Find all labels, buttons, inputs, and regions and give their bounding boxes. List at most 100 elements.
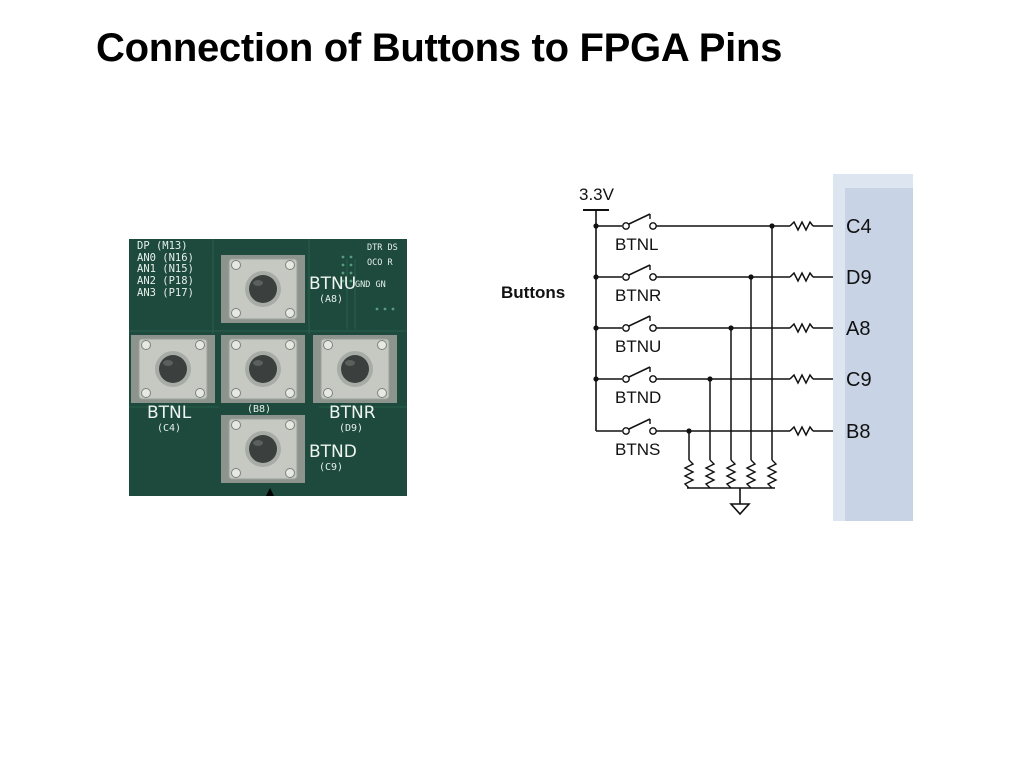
board-photo: DP (M13) AN0 (N16) AN1 (N15) AN2 (P18) A… (129, 239, 407, 496)
fpga-pin-label: A8 (846, 318, 870, 340)
schematic-row: BTND C9 (593, 366, 872, 489)
switch-highlight (253, 280, 263, 286)
series-resistor (789, 271, 814, 283)
switch-highlight (253, 440, 263, 446)
switch-lever (628, 366, 651, 378)
switch-screw (231, 468, 241, 478)
switch-screw (231, 388, 241, 398)
schematic-row: BTNU A8 (593, 315, 870, 489)
switch-actuator (159, 355, 187, 383)
pin-label: DP (M13) (137, 240, 188, 252)
switch-highlight (163, 360, 173, 366)
pulldown-resistor (766, 459, 778, 489)
switch-screw (195, 340, 205, 350)
ground-symbol (729, 503, 751, 516)
switch-screw (285, 308, 295, 318)
board-label: GND GN (355, 280, 386, 290)
switch-name-label: BTND (615, 388, 661, 407)
switch-actuator (249, 355, 277, 383)
board-label: OCO R (367, 258, 393, 268)
switch-name-label: BTNS (615, 440, 660, 459)
switch-contact (622, 375, 630, 383)
switch-contact (649, 375, 657, 383)
pulldown-resistor (745, 459, 757, 489)
button-name-label: BTND (309, 442, 357, 462)
schematic-row: BTNL C4 (593, 213, 872, 489)
switch-screw (377, 340, 387, 350)
pin-label: AN1 (N15) (137, 263, 194, 275)
fpga-pin-label: C9 (846, 369, 872, 391)
switch-screw (231, 260, 241, 270)
switch-btnc (221, 335, 305, 403)
switch-screw (323, 340, 333, 350)
fpga-block-edge (833, 174, 845, 521)
switch-name-label: BTNU (615, 337, 661, 356)
switch-contact (622, 222, 630, 230)
switch-screw (231, 308, 241, 318)
slide-title: Connection of Buttons to FPGA Pins (96, 26, 783, 70)
switch-lever (628, 213, 651, 225)
button-pin-label: (A8) (319, 294, 343, 305)
switch-contact (649, 427, 657, 435)
switch-lever (628, 315, 651, 327)
fpga-pin-label: C4 (846, 216, 872, 238)
fpga-pin-label: B8 (846, 421, 870, 443)
button-pin-label: (C9) (319, 462, 343, 473)
switch-screw (231, 340, 241, 350)
button-name-label: BTNR (329, 403, 376, 423)
pulldown-resistor (704, 459, 716, 489)
button-pin-label: (D9) (339, 423, 363, 434)
switch-btnd (221, 415, 305, 483)
button-schematic: 3.3V Buttons BTNLC4BTNRD9BTNUA8BTNDC9BTN… (501, 174, 913, 521)
switch-screw (285, 388, 295, 398)
switch-highlight (345, 360, 355, 366)
switch-contact (622, 324, 630, 332)
pin-label: AN2 (P18) (137, 275, 194, 287)
fpga-block-edge (833, 174, 913, 188)
switch-screw (285, 260, 295, 270)
switch-btnl (131, 335, 215, 403)
switch-screw (285, 340, 295, 350)
pin-label-list: DP (M13) AN0 (N16) AN1 (N15) AN2 (P18) A… (137, 240, 194, 299)
button-name-label: BTNL (147, 403, 192, 423)
fpga-block (833, 174, 913, 521)
pcb-dots (341, 255, 395, 311)
button-pin-label: (C4) (157, 423, 181, 434)
tap-junction (728, 325, 734, 331)
switch-name-label: BTNL (615, 235, 658, 254)
switch-actuator (249, 275, 277, 303)
switch-contact (622, 273, 630, 281)
switch-actuator (249, 435, 277, 463)
switch-btnr (313, 335, 397, 403)
switch-contact (649, 222, 657, 230)
switch-screw (195, 388, 205, 398)
top-right-labels: DTR DS OCO R GND GN (355, 243, 398, 290)
switch-contact (649, 324, 657, 332)
switch-screw (285, 468, 295, 478)
series-resistor (789, 322, 814, 334)
switch-lever (628, 264, 651, 276)
switch-contact (649, 273, 657, 281)
supply-label: 3.3V (579, 185, 615, 204)
buttons-group-label: Buttons (501, 283, 565, 302)
series-resistor (789, 425, 814, 437)
arrow-marker (266, 488, 274, 496)
button-pin-label: (B8) (247, 404, 271, 415)
switch-screw (377, 388, 387, 398)
pin-label: AN3 (P17) (137, 287, 194, 299)
switch-name-label: BTNR (615, 286, 661, 305)
switch-lever (628, 418, 651, 430)
pcb-traces (129, 239, 407, 408)
series-resistor (789, 220, 814, 232)
schematic-row: BTNS B8 (596, 418, 870, 489)
pulldown-resistor (683, 459, 695, 489)
switch-highlight (253, 360, 263, 366)
switch-btnu (221, 255, 305, 323)
switch-screw (231, 420, 241, 430)
button-name-label: BTNU (309, 274, 356, 294)
switch-screw (141, 340, 151, 350)
switch-screw (285, 420, 295, 430)
pin-label: AN0 (N16) (137, 252, 194, 264)
series-resistor (789, 373, 814, 385)
